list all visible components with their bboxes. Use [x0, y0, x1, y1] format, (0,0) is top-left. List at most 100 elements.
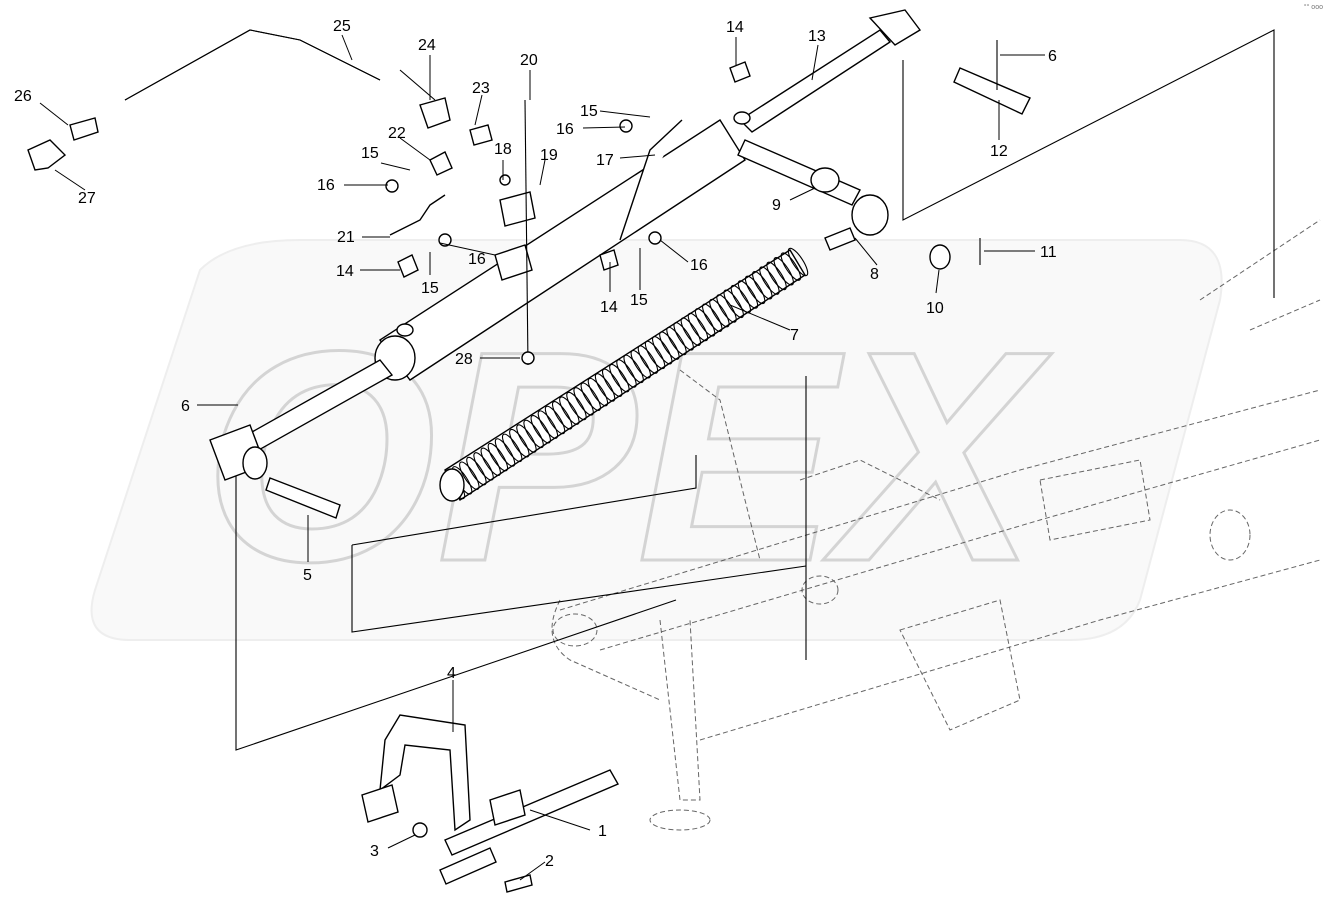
callout-1: 1 [598, 823, 607, 840]
spring-coil [551, 401, 573, 430]
spring-coil [730, 284, 752, 314]
link-plate [439, 847, 497, 885]
callout-16: 16 [468, 251, 486, 268]
corner-mark: °° ooo [1303, 4, 1323, 11]
callout-12: 12 [990, 143, 1008, 160]
callout-28: 28 [455, 351, 473, 368]
spring-coil [787, 247, 809, 277]
spring-coil [644, 340, 666, 370]
spring-coil [594, 373, 616, 402]
spring-coil [666, 326, 687, 356]
spring-coil [473, 452, 494, 481]
spring-coil [623, 354, 644, 384]
spring-coil [580, 382, 601, 411]
spring-coil [773, 257, 794, 286]
callout-16: 16 [556, 121, 574, 138]
callout-14: 14 [726, 19, 744, 36]
spring-coil [759, 266, 780, 295]
spring-coil [501, 433, 523, 463]
callout-17: 17 [596, 152, 614, 169]
lever-assembly [361, 714, 619, 893]
watermark: OPEX [90, 239, 1223, 641]
callout-14: 14 [600, 299, 618, 316]
callout-21: 21 [337, 229, 355, 246]
callout-18: 18 [494, 141, 512, 158]
spring-coil [587, 377, 609, 407]
spring-coil [766, 261, 787, 291]
spring-coil [737, 280, 759, 309]
panel-frames [235, 29, 1275, 751]
spring-coil [652, 336, 673, 365]
bracket-16 [494, 244, 533, 281]
valve-24 [419, 97, 451, 129]
callout-26: 26 [14, 88, 32, 105]
tube-21 [389, 194, 446, 236]
spring-coil [480, 447, 501, 477]
callout-19: 19 [540, 147, 558, 164]
spring-coil [601, 368, 623, 398]
pin-5 [265, 477, 341, 519]
callout-13: 13 [808, 28, 826, 45]
spring-coil [523, 419, 544, 449]
spring-coil [544, 405, 566, 435]
spring-coil [559, 396, 580, 425]
spring-coil [702, 303, 723, 332]
callout-16: 16 [317, 177, 335, 194]
spring-coil [694, 308, 716, 337]
washer-10 [929, 244, 951, 270]
callout-8: 8 [870, 266, 879, 283]
washer-group [824, 227, 981, 270]
callout-2: 2 [545, 853, 554, 870]
spring-coil [537, 410, 559, 439]
block-19 [499, 191, 536, 227]
spring-coil [459, 461, 480, 490]
callout-16: 16 [690, 257, 708, 274]
spring-coil [709, 298, 730, 328]
nut-3 [412, 822, 428, 838]
callout-10: 10 [926, 300, 944, 317]
watermark-outline [90, 239, 1223, 641]
bolt-2 [504, 874, 533, 893]
callout-20: 20 [520, 52, 538, 69]
bar-1 [444, 769, 619, 856]
callout-15: 15 [361, 145, 379, 162]
spring-coil [723, 289, 744, 319]
spring-coil [509, 428, 530, 458]
callout-7: 7 [790, 327, 799, 344]
callout-6: 6 [181, 398, 190, 415]
callout-labels: 1 2 3 4 5 6 6 7 8 9 10 11 12 13 14 14 14… [14, 18, 1057, 870]
hose-25 [27, 29, 451, 171]
callout-24: 24 [418, 37, 436, 54]
callout-15: 15 [421, 280, 439, 297]
pin-12-group [953, 40, 1031, 115]
cylinder-assembly [209, 9, 922, 519]
lever-4 [379, 714, 471, 832]
callout-23: 23 [472, 80, 490, 97]
spring-coil [780, 252, 802, 281]
watermark-text: OPEX [203, 288, 1052, 624]
callout-5: 5 [303, 567, 312, 584]
callout-3: 3 [370, 843, 379, 860]
callout-27: 27 [78, 190, 96, 207]
tee-fitting-top [868, 9, 922, 46]
tube-17 [619, 119, 683, 241]
callout-25: 25 [333, 18, 351, 35]
spring-coil [673, 322, 694, 351]
spring-coil [616, 359, 637, 388]
coupler-26 [69, 117, 99, 141]
cap-27 [27, 139, 67, 171]
spring-coil [659, 331, 680, 360]
callout-15: 15 [630, 292, 648, 309]
pin-12 [953, 67, 1031, 115]
callout-11: 11 [1040, 244, 1057, 261]
spring-coil [637, 345, 659, 374]
spring-coil [752, 270, 773, 300]
spring-coil [680, 317, 702, 346]
machine-frame [551, 219, 1321, 831]
upper-rod [738, 29, 892, 133]
callout-6: 6 [1048, 48, 1057, 65]
spring-7 [439, 247, 809, 502]
leader-lines [39, 34, 1045, 881]
spring-coil [687, 312, 709, 342]
small-fittings [385, 61, 751, 366]
